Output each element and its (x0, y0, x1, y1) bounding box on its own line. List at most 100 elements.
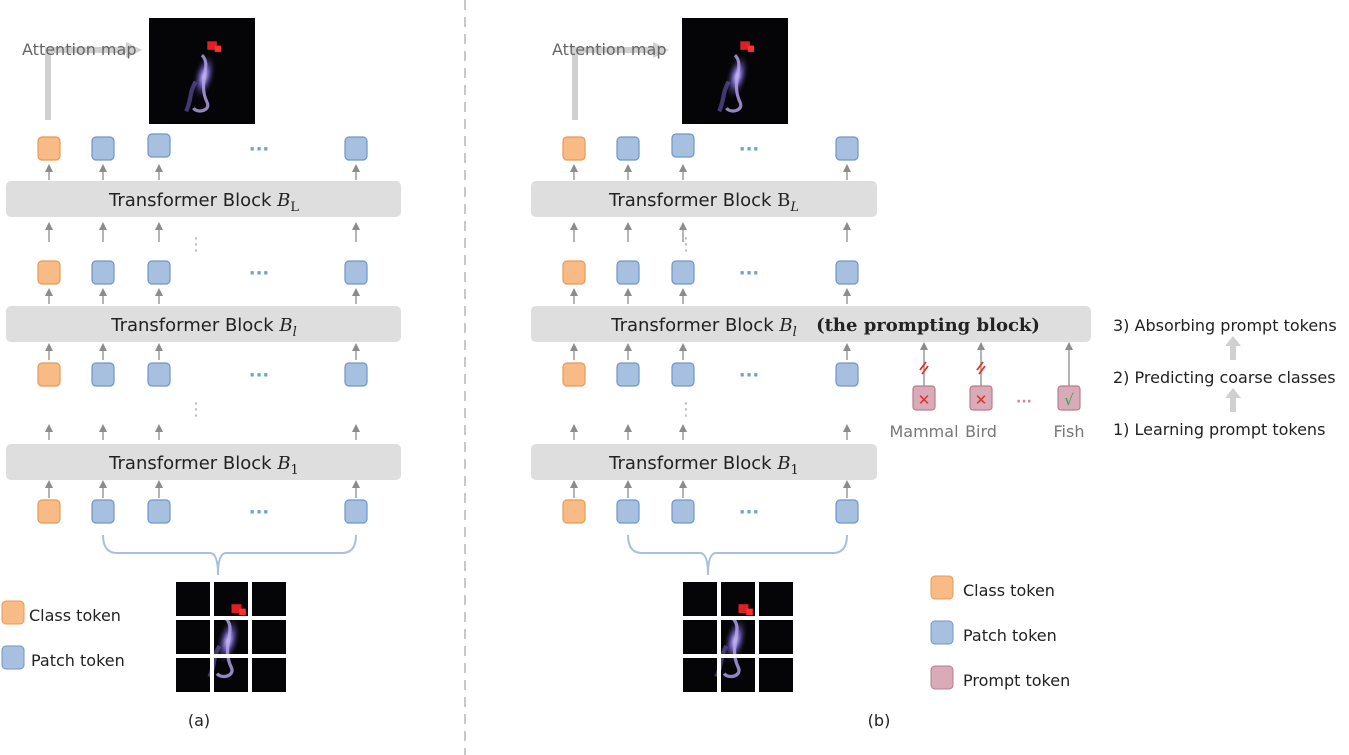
transformer-block (531, 444, 877, 480)
class-token (562, 362, 586, 387)
step-label: 3) Absorbing prompt tokens (1113, 316, 1337, 335)
block-symbol: B (276, 190, 290, 211)
image-patch (759, 582, 793, 616)
class-token (37, 260, 61, 285)
image-patch (252, 582, 286, 616)
class-token (562, 260, 586, 285)
block-subscript: 1 (291, 463, 299, 478)
image-patch (176, 620, 210, 654)
transformer-block-label: Transformer Block B1 (108, 453, 299, 478)
legend-class-label: Class token (963, 581, 1055, 600)
patch-token (835, 499, 859, 524)
ellipsis: ··· (249, 139, 270, 160)
prompt-token-group: ✕Mammal (889, 342, 959, 441)
check-mark-icon: √ (1064, 391, 1074, 409)
patch-brace (627, 534, 848, 576)
ellipsis: ··· (739, 365, 760, 386)
image-patch (683, 620, 717, 654)
legend-patch-swatch (930, 620, 954, 645)
transformer-block-label: Transformer Block Bl (610, 315, 797, 340)
patch-token (344, 362, 368, 387)
panel-caption: (b) (868, 711, 891, 730)
image-patch (683, 658, 717, 692)
blocked-mark (976, 361, 984, 371)
block-name: Transformer Block (610, 315, 779, 336)
patch-brace (102, 534, 357, 576)
attention-map (682, 18, 788, 124)
prompt-token-group: ✕Bird (965, 342, 997, 441)
patch-token (671, 133, 695, 158)
patch-token (671, 362, 695, 387)
legend-class-label: Class token (29, 606, 121, 625)
attention-arrow (572, 47, 655, 120)
block-symbol: B (777, 190, 790, 211)
transformer-block (6, 444, 401, 480)
image-patch (214, 620, 248, 654)
vertical-dots: ⋮ (677, 234, 695, 255)
attention-arrow (45, 47, 128, 120)
step-arrow (1230, 396, 1236, 412)
ellipsis: ··· (739, 502, 760, 523)
attention-arrow-head (126, 42, 142, 58)
cross-mark-icon: ✕ (918, 391, 931, 409)
legend-patch-label: Patch token (31, 651, 125, 670)
transformer-block-label: Transformer Block BL (108, 190, 299, 215)
patch-token (835, 136, 859, 161)
prompting-block-note: (the prompting block) (816, 315, 1040, 336)
attention-map-image (149, 18, 255, 124)
image-patch (252, 620, 286, 654)
transformer-block (531, 181, 877, 217)
attention-map (149, 18, 255, 124)
panel-a: Attention map············Transformer Blo… (6, 18, 401, 730)
image-patch (683, 582, 717, 616)
block-symbol: B (778, 315, 792, 336)
patch-token (616, 499, 640, 524)
block-name: Transformer Block (110, 315, 279, 336)
step-arrow-head (1225, 336, 1241, 346)
step-label: 1) Learning prompt tokens (1113, 420, 1325, 439)
image-patch (759, 620, 793, 654)
image-patch (721, 658, 755, 692)
legend-prompt-label: Prompt token (963, 671, 1070, 690)
prompt-ellipsis: ··· (1016, 394, 1032, 410)
patch-token (344, 260, 368, 285)
panel-caption: (a) (188, 711, 210, 730)
legend-class-swatch (1, 600, 25, 625)
image-patches-panel_b (683, 582, 793, 692)
class-token (37, 499, 61, 524)
vertical-dots: ⋮ (187, 399, 205, 420)
attention-arrow-head (653, 42, 669, 58)
transformer-block (6, 306, 401, 342)
legend-patch-swatch (1, 645, 25, 670)
legend-class-swatch (930, 575, 954, 600)
patch-token (671, 260, 695, 285)
patch-token (344, 136, 368, 161)
transformer-block-label: Transformer Block BL (608, 190, 799, 215)
patch-token (616, 136, 640, 161)
patch-token (671, 499, 695, 524)
block-symbol: B (276, 453, 290, 474)
image-patch (214, 582, 248, 616)
transformer-block (531, 306, 877, 342)
legend-patch-label: Patch token (963, 626, 1057, 645)
block-subscript: l (793, 325, 797, 340)
prompt-label: Fish (1054, 422, 1085, 441)
transformer-block (6, 181, 401, 217)
patch-token (91, 362, 115, 387)
image-patch (176, 658, 210, 692)
step-label: 2) Predicting coarse classes (1113, 368, 1336, 387)
class-token (37, 136, 61, 161)
step-arrow (1230, 344, 1236, 360)
block-subscript: L (789, 200, 799, 215)
ellipsis: ··· (739, 139, 760, 160)
patch-token (147, 362, 171, 387)
ellipsis: ··· (249, 263, 270, 284)
ellipsis: ··· (249, 502, 270, 523)
legend-prompt-swatch (930, 665, 954, 690)
transformer-block-label: Transformer Block Bl (110, 315, 297, 340)
block-subscript: l (293, 325, 297, 340)
image-patch (721, 620, 755, 654)
patch-token (91, 136, 115, 161)
